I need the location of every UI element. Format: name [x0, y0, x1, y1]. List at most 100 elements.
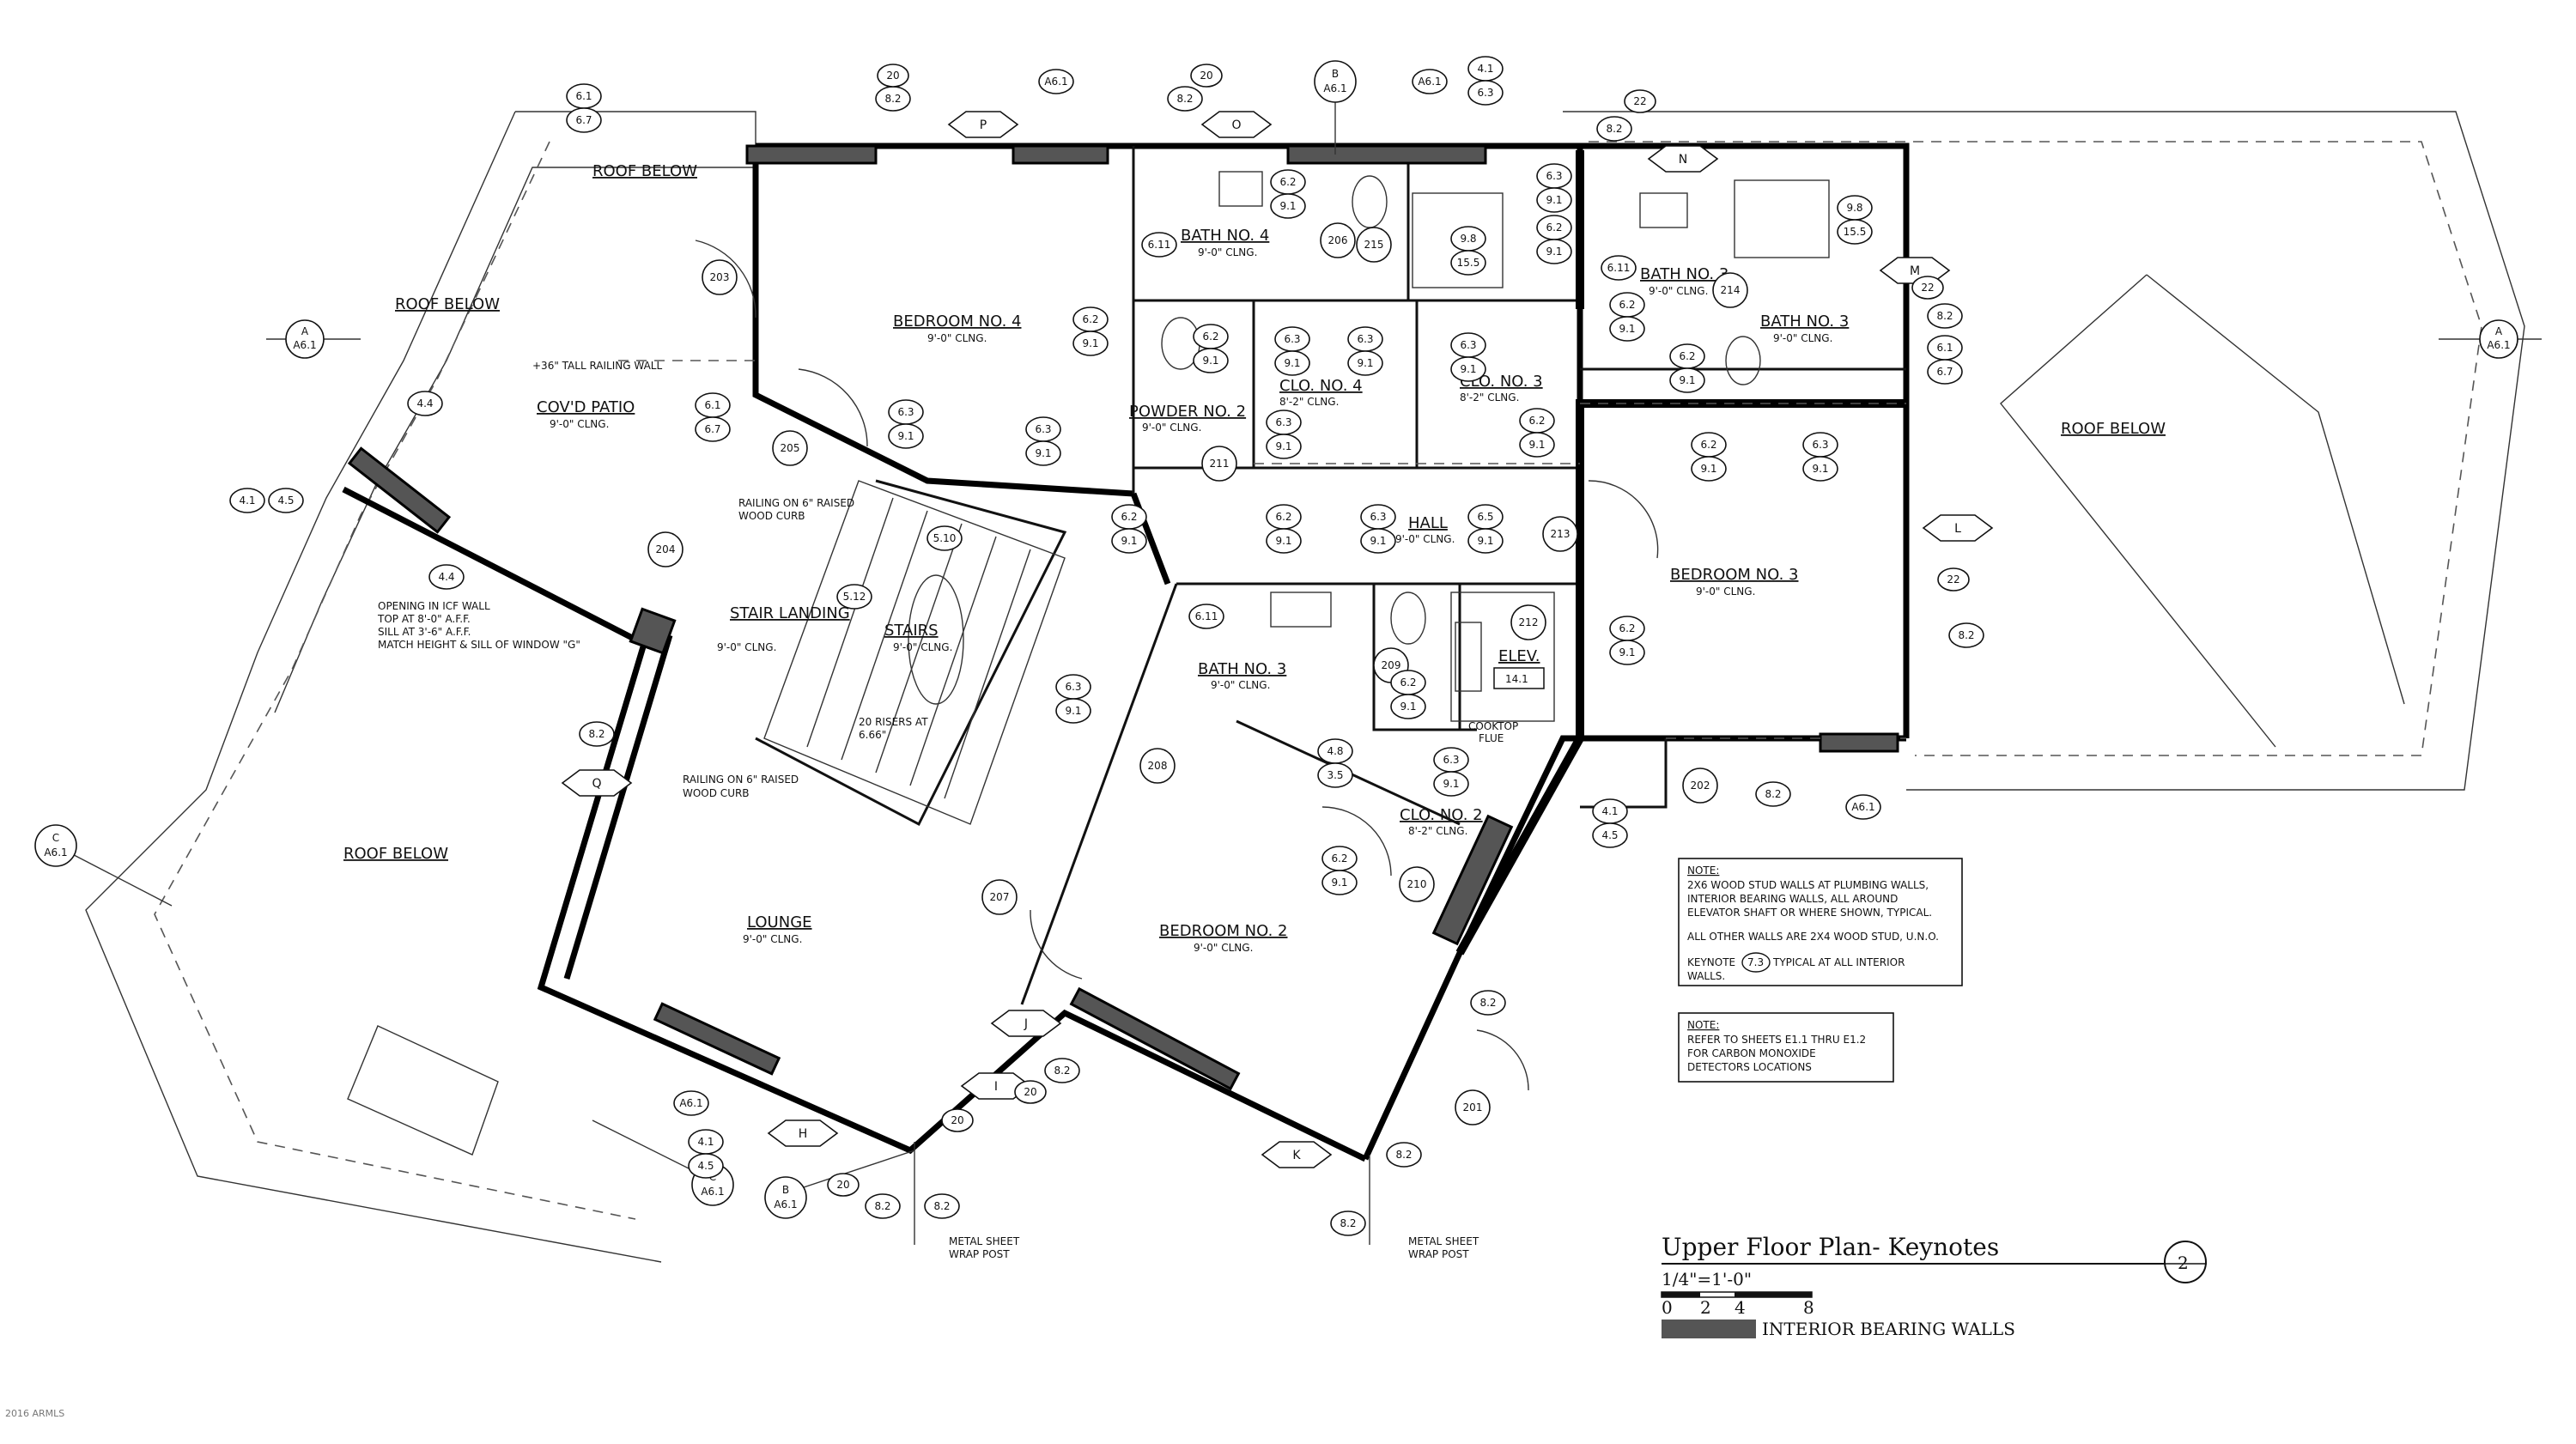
keynote-text: 9.1 — [1812, 463, 1828, 475]
door-tag-215-circle — [1356, 227, 1392, 263]
keynote-bubble — [1025, 440, 1061, 466]
room-ceiling-stairs: 9'-0" CLNG. — [893, 641, 952, 653]
section-b-top-letter: B — [1332, 68, 1339, 80]
door-tag-204: 204 — [656, 543, 676, 555]
keynote-bubble — [1274, 350, 1310, 376]
room-name-stairs: STAIRS — [884, 622, 939, 640]
scale-text: 1/4"=1'-0" — [1662, 1269, 1752, 1289]
railing-wall-label: +36" TALL RAILING WALL — [532, 360, 662, 372]
door-tag-210-circle — [1399, 866, 1435, 902]
room-name-covd-patio: COV'D PATIO — [537, 398, 635, 416]
keynote-text: 6.7 — [704, 423, 720, 435]
keynote-bubble — [1596, 116, 1632, 142]
keynote-bubble — [827, 1173, 860, 1197]
keynote-text: 9.8 — [1460, 233, 1476, 245]
keynote-bubble — [1167, 86, 1203, 112]
keynote-bubble — [1141, 232, 1177, 258]
door-tag-213-circle — [1542, 516, 1578, 552]
room-name-bath3-right: BATH NO. 3 — [1760, 312, 1849, 331]
door-tag-206-circle — [1320, 222, 1356, 258]
window-tag-o-shape — [1200, 111, 1273, 138]
keynote-bubble — [229, 488, 265, 513]
keynote-text: 4.4 — [438, 571, 454, 583]
keynote-text: 9.1 — [1528, 439, 1545, 451]
sheet-number: 2 — [2178, 1253, 2189, 1273]
section-c-left-circle — [34, 824, 77, 867]
keynote-bubble — [1609, 640, 1645, 665]
cooktop-flue-line1: COOKTOP — [1468, 720, 1518, 732]
room-name-bath4: BATH NO. 4 — [1181, 227, 1269, 245]
keynote-text: 8.2 — [933, 1200, 950, 1212]
keynote-bubble — [1193, 348, 1229, 373]
room-ceiling-bath3-top: 9'-0" CLNG. — [1649, 285, 1708, 297]
roof-below-label-2: ROOF BELOW — [395, 295, 500, 313]
note-box-1: NOTE: 2X6 WOOD STUD WALLS AT PLUMBING WA… — [1678, 858, 1963, 986]
roof-outline-left — [85, 111, 756, 1263]
keynote-text: 8.2 — [1395, 1149, 1412, 1161]
keynote-bubble — [1270, 193, 1306, 219]
door-tag-211-circle — [1201, 446, 1237, 482]
window-tag-p-shape — [947, 111, 1019, 138]
keynote-bubble — [1755, 781, 1791, 807]
door-tag-214-circle — [1712, 272, 1748, 308]
keynote-text: 4.4 — [416, 397, 433, 410]
keynote-text: 9.1 — [1121, 535, 1137, 547]
door-tag-202-circle — [1682, 768, 1718, 804]
keynote-bubble — [1014, 1080, 1047, 1104]
keynote-text: 9.8 — [1846, 202, 1862, 214]
keynote-text: 9.1 — [1331, 877, 1347, 889]
room-ceiling-clo2: 8'-2" CLNG. — [1408, 825, 1467, 837]
metal-post-left-line1: METAL SHEET — [949, 1235, 1020, 1247]
note1-line: WALLS. — [1687, 970, 1725, 982]
keynote-text: 6.5 — [1477, 511, 1493, 523]
keynote-text: 6.1 — [575, 90, 592, 102]
armls-watermark: 2016 ARMLS — [5, 1408, 64, 1419]
metal-post-right-line2: WRAP POST — [1408, 1248, 1469, 1260]
section-c-left-letter: C — [52, 832, 59, 844]
window-tag-p: P — [980, 118, 987, 132]
keynote-text: 9.1 — [1679, 374, 1695, 386]
section-b-bottom-line — [785, 1150, 915, 1194]
room-ceiling-bedroom4: 9'-0" CLNG. — [927, 332, 987, 344]
keynote-text: 6.3 — [1370, 511, 1386, 523]
room-ceiling-lounge: 9'-0" CLNG. — [743, 933, 802, 945]
note1-line: TYPICAL AT ALL INTERIOR — [1772, 956, 1905, 968]
keynote-text: 8.2 — [1765, 788, 1781, 800]
keynote-text: 6.2 — [1546, 221, 1562, 234]
elev-keynote: 14.1 — [1505, 673, 1528, 685]
keynote-bubble — [673, 1090, 709, 1116]
room-ceiling-clo3: 8'-2" CLNG. — [1460, 391, 1519, 403]
room-ceiling-stair-landing: 9'-0" CLNG. — [717, 641, 776, 653]
keynote-text: 8.2 — [1606, 123, 1622, 135]
window-tag-h: H — [799, 1127, 808, 1141]
note1-line: INTERIOR BEARING WALLS, ALL AROUND — [1687, 893, 1898, 905]
keynote-bubble — [1609, 316, 1645, 342]
keynote-text: 9.1 — [1065, 705, 1081, 717]
keynote-bubble — [1190, 64, 1223, 88]
keynote-text: 15.5 — [1844, 226, 1867, 238]
keynote-text: 6.3 — [1284, 333, 1300, 345]
keynote-bubble — [1536, 187, 1572, 213]
keynote-bubble — [1467, 528, 1504, 554]
door-tag-202: 202 — [1691, 780, 1710, 792]
keynote-bubble — [1927, 359, 1963, 385]
section-b-bottom-letter: B — [782, 1184, 789, 1196]
door-tag-201-circle — [1455, 1089, 1491, 1125]
door-tag-205: 205 — [781, 442, 800, 454]
keynote-bubble — [579, 721, 615, 747]
keynote-text: 20 — [1024, 1086, 1036, 1098]
bearing-wall-legend-swatch — [1662, 1320, 1756, 1338]
section-a-right-circle — [2479, 319, 2518, 359]
keynote-bubble — [695, 416, 731, 442]
keynote-text: A6.1 — [1851, 801, 1874, 813]
windows — [347, 144, 1899, 1091]
keynote-text: 8.2 — [1176, 93, 1193, 105]
note2-line: REFER TO SHEETS E1.1 THRU E1.2 — [1687, 1034, 1866, 1046]
door-tag-206: 206 — [1328, 234, 1348, 246]
keynote-text: 20 — [836, 1179, 849, 1191]
keynote-text: 6.3 — [1460, 339, 1476, 351]
door-tag-211: 211 — [1210, 458, 1230, 470]
keynote-text: 6.11 — [1607, 262, 1631, 274]
keynote-bubble — [1837, 219, 1873, 245]
keynote-bubble — [1467, 80, 1504, 106]
